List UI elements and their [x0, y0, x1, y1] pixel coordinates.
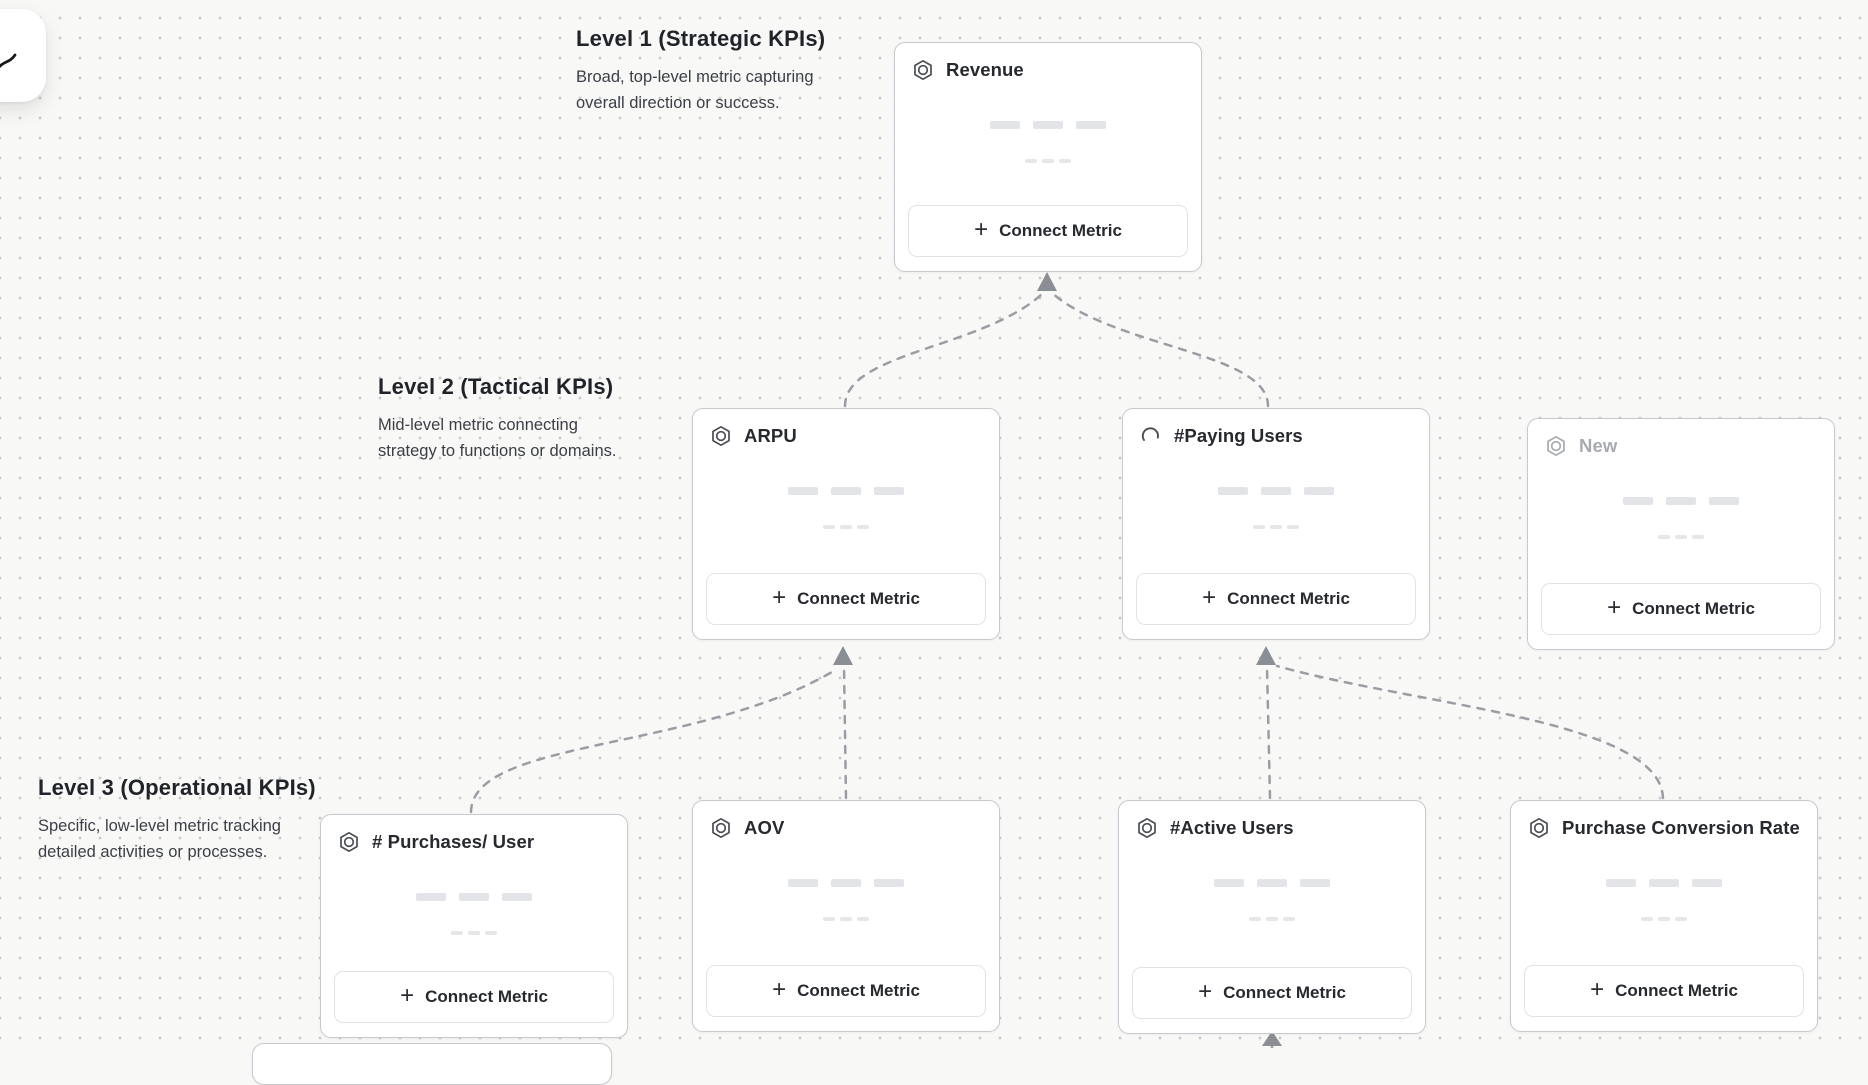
pointer-icon [0, 53, 17, 69]
connect-metric-button-aov[interactable]: + Connect Metric [706, 965, 986, 1017]
plus-icon: + [1202, 583, 1217, 611]
metric-card-title: #Paying Users [1174, 425, 1303, 446]
metric-card-new[interactable]: New + Connect Metric [1527, 418, 1835, 650]
connect-metric-label: Connect Metric [797, 589, 920, 608]
connect-metric-button-revenue[interactable]: + Connect Metric [908, 205, 1188, 257]
partial-card-offscreen[interactable] [252, 1043, 612, 1085]
card-header: #Active Users [1119, 801, 1425, 840]
level-2-title: Level 2 (Tactical KPIs) [378, 374, 614, 399]
spinner-icon [1141, 427, 1159, 441]
connect-metric-button-paying-users[interactable]: + Connect Metric [1136, 573, 1416, 625]
metric-skeleton [1511, 879, 1817, 921]
connect-metric-button-purchase-conversion-rate[interactable]: + Connect Metric [1524, 965, 1804, 1017]
plus-icon: + [1198, 977, 1213, 1005]
metric-card-revenue[interactable]: Revenue + Connect Metric [894, 42, 1202, 272]
plus-icon: + [1607, 593, 1622, 621]
card-header: # Purchases/ User [321, 815, 627, 854]
connect-metric-label: Connect Metric [1615, 981, 1738, 1000]
connect-metric-label: Connect Metric [1632, 599, 1755, 618]
metric-card-title: ARPU [744, 425, 797, 446]
connect-metric-label: Connect Metric [1227, 589, 1350, 608]
metric-hexagon-icon [1530, 817, 1548, 839]
connect-metric-label: Connect Metric [797, 981, 920, 1000]
level-3-heading-group: Level 3 (Operational KPIs) Specific, low… [38, 775, 316, 865]
metric-hexagon-icon [914, 59, 932, 81]
plus-icon: + [400, 981, 415, 1009]
plus-icon: + [772, 975, 787, 1003]
connect-metric-button-new[interactable]: + Connect Metric [1541, 583, 1821, 635]
metric-hexagon-icon [712, 425, 730, 447]
level-3-title: Level 3 (Operational KPIs) [38, 775, 316, 800]
metric-hexagon-icon [1547, 435, 1565, 457]
metric-card-title: New [1579, 435, 1618, 456]
card-header: AOV [693, 801, 999, 840]
metric-skeleton [693, 879, 999, 921]
connect-metric-label: Connect Metric [999, 221, 1122, 240]
level-1-title: Level 1 (Strategic KPIs) [576, 26, 826, 51]
metric-skeleton [1528, 497, 1834, 539]
metric-skeleton [895, 121, 1201, 163]
metric-card-arpu[interactable]: ARPU + Connect Metric [692, 408, 1000, 640]
plus-icon: + [974, 215, 989, 243]
metric-card-title: Purchase Conversion Rate [1562, 817, 1800, 838]
card-header: Purchase Conversion Rate [1511, 801, 1817, 840]
connect-metric-button-purchases-per-user[interactable]: + Connect Metric [334, 971, 614, 1023]
metric-hexagon-icon [340, 831, 358, 853]
metric-card-aov[interactable]: AOV + Connect Metric [692, 800, 1000, 1032]
card-header: Revenue [895, 43, 1201, 82]
metric-card-purchases-per-user[interactable]: # Purchases/ User + Connect Metric [320, 814, 628, 1038]
metric-skeleton [1119, 879, 1425, 921]
metric-skeleton [693, 487, 999, 529]
connect-metric-label: Connect Metric [425, 987, 548, 1006]
card-header: #Paying Users [1123, 409, 1429, 448]
metric-skeleton [321, 893, 627, 935]
plus-icon: + [772, 583, 787, 611]
metric-card-purchase-conversion-rate[interactable]: Purchase Conversion Rate + Connect Metri… [1510, 800, 1818, 1032]
connect-metric-label: Connect Metric [1223, 983, 1346, 1002]
level-1-heading-group: Level 1 (Strategic KPIs) Broad, top-leve… [576, 26, 825, 116]
metric-card-active-users[interactable]: #Active Users + Connect Metric [1118, 800, 1426, 1034]
connect-metric-button-arpu[interactable]: + Connect Metric [706, 573, 986, 625]
metric-card-paying-users[interactable]: #Paying Users + Connect Metric [1122, 408, 1430, 640]
metric-card-title: Revenue [946, 59, 1024, 80]
floating-panel[interactable] [0, 9, 46, 102]
metric-skeleton [1123, 487, 1429, 529]
metric-card-title: # Purchases/ User [372, 831, 535, 852]
metric-card-title: AOV [744, 817, 785, 838]
metric-card-title: #Active Users [1170, 817, 1294, 838]
metric-hexagon-icon [1138, 817, 1156, 839]
card-header: New [1528, 419, 1834, 458]
plus-icon: + [1590, 975, 1605, 1003]
connect-metric-button-active-users[interactable]: + Connect Metric [1132, 967, 1412, 1019]
metric-hexagon-icon [712, 817, 730, 839]
card-header: ARPU [693, 409, 999, 448]
level-2-heading-group: Level 2 (Tactical KPIs) Mid-level metric… [378, 374, 616, 464]
